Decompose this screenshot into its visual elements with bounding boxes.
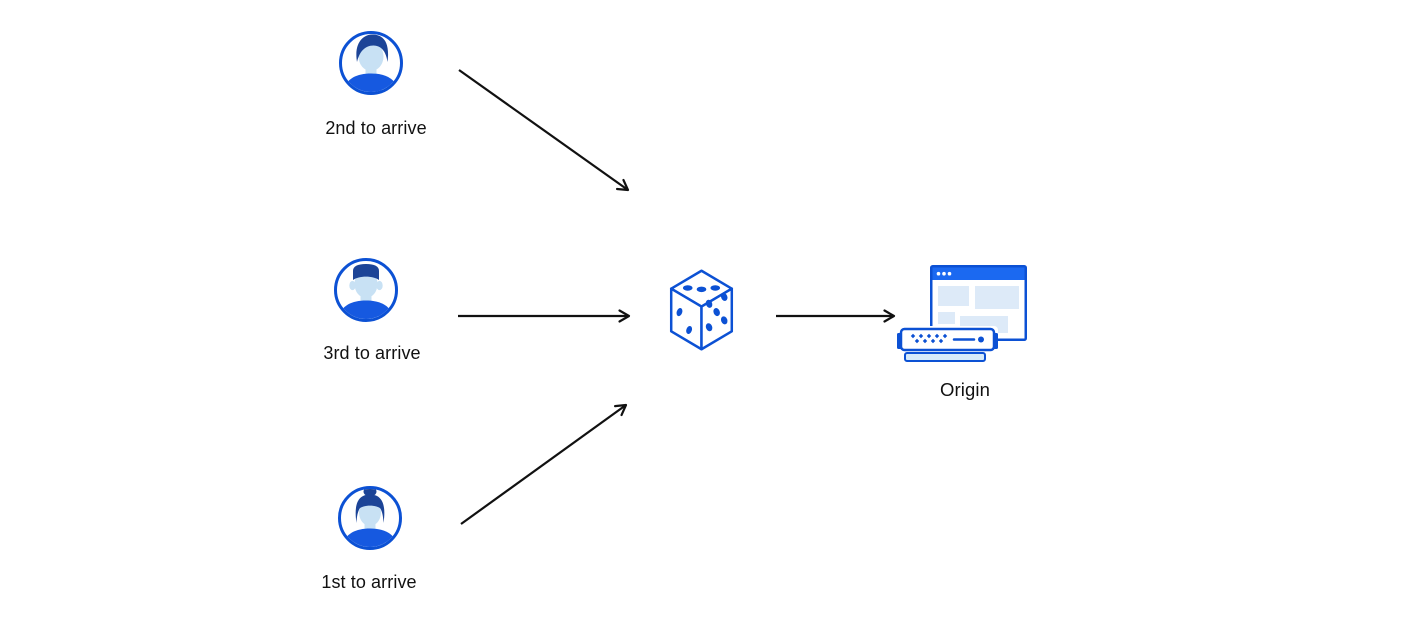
user-avatar-icon bbox=[338, 486, 402, 550]
user-label-3rd: 3rd to arrive bbox=[323, 343, 421, 363]
edge-user-2nd-to-dice bbox=[458, 69, 630, 192]
origin-label: Origin bbox=[940, 379, 990, 400]
user-label-2nd: 2nd to arrive bbox=[325, 118, 427, 138]
user-label-1st: 1st to arrive bbox=[321, 572, 417, 592]
user-avatar-icon bbox=[339, 31, 403, 95]
server-led bbox=[978, 336, 984, 343]
dice-icon bbox=[669, 269, 734, 351]
edge-user-1st-to-dice bbox=[460, 403, 628, 525]
server-icon bbox=[897, 326, 998, 363]
server-vents bbox=[910, 333, 948, 344]
user-avatar-icon bbox=[334, 258, 398, 322]
dice-pips bbox=[676, 285, 728, 334]
